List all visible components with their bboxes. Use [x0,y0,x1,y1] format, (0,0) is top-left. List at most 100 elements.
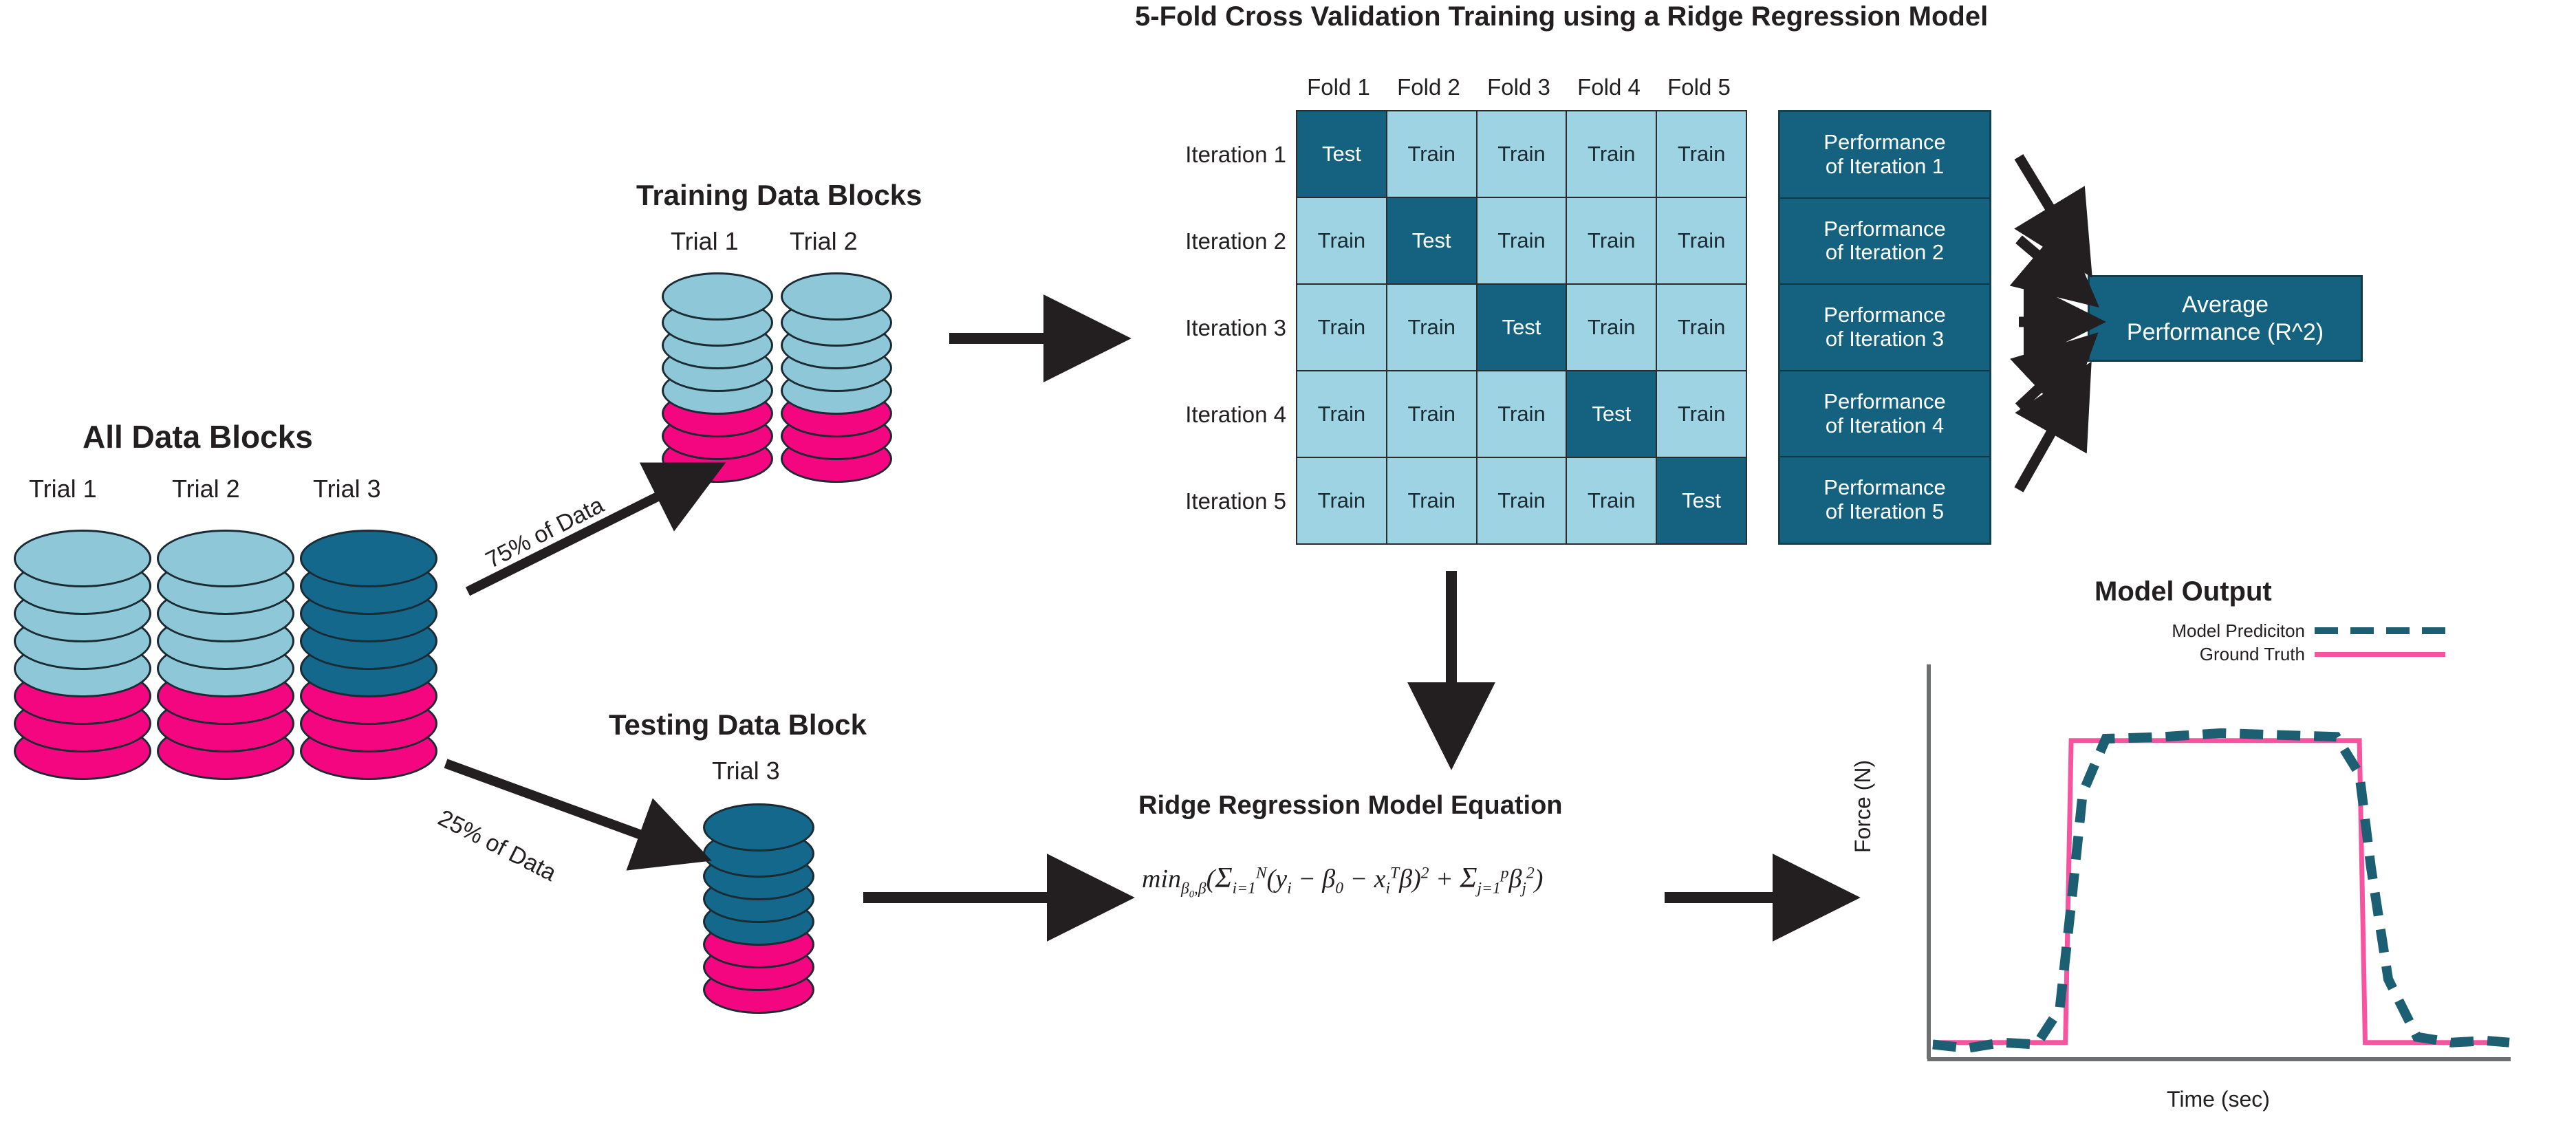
testing-trial-3-label: Trial 3 [712,757,780,785]
average-performance-box: Average Performance (R^2) [2088,275,2363,362]
data-stack-testing-trial-3 [703,798,814,1018]
cv-cell: Train [1657,285,1746,370]
fold-header-3: Fold 3 [1487,74,1550,100]
ridge-regression-equation: minβ0,β(Σi=1N(yi − β0 − xiTβ)2 + Σj=1pβj… [1142,862,1544,900]
all-data-blocks-title: All Data Blocks [83,419,313,455]
cv-cell: Train [1567,285,1656,370]
performance-box-5: Performance of Iteration 5 [1780,457,1989,543]
legend-swatch-dashed [2315,627,2445,634]
plot-y-axis-label: Force (N) [1850,759,1875,853]
disc-light-blue [157,530,294,587]
train-split-label: 75% of Data [481,492,608,574]
legend-entry-prediction: Model Prediciton [2060,619,2445,642]
data-stack-all-trial-2 [157,523,294,784]
legend-entry-ground-truth: Ground Truth [2060,642,2445,666]
legend-swatch-solid [2315,651,2445,657]
fold-header-row: Fold 1 Fold 2 Fold 3 Fold 4 Fold 5 [1293,74,1747,105]
fold-header-1: Fold 1 [1307,74,1370,100]
performance-box-column: Performance of Iteration 1 Performance o… [1778,110,1991,545]
disc-light-blue [14,530,151,587]
performance-box-line2: of Iteration 2 [1825,240,1945,265]
fold-header-4: Fold 4 [1577,74,1641,100]
cv-cell: Train [1297,285,1386,370]
performance-box-line2: of Iteration 1 [1825,153,1945,178]
average-performance-line2: Performance (R^2) [2126,319,2324,345]
model-output-plot [1927,664,2511,1061]
cv-cell: Train [1657,371,1746,457]
disc-dark-teal [300,530,437,587]
arrow-perf-4-to-average [2010,332,2099,420]
data-stack-training-trial-2 [781,267,892,487]
test-split-label: 25% of Data [433,805,561,887]
cv-cell: Test [1297,111,1386,197]
performance-box-line1: Performance [1823,216,1946,241]
all-data-trial-2-label: Trial 2 [172,475,240,503]
all-data-trial-1-label: Trial 1 [29,475,97,503]
arrow-train-split [465,462,726,596]
performance-box-4: Performance of Iteration 4 [1780,371,1989,458]
cv-cell: Train [1387,458,1476,543]
iteration-label-3: Iteration 3 [1185,315,1286,340]
testing-data-block-title: Testing Data Block [609,708,867,741]
performance-box-line1: Performance [1823,130,1946,155]
arrow-perf-1-to-average [2014,154,2092,278]
model-prediction-line [1932,728,2510,1053]
arrow-perf-5-to-average [2014,361,2092,492]
cv-cell: Test [1567,371,1656,457]
average-performance-line1: Average [2181,291,2269,318]
chart-legend: Model Prediciton Ground Truth [2060,619,2445,666]
training-trial-2-label: Trial 2 [790,227,858,255]
cv-cell: Train [1567,458,1656,543]
legend-label-prediction: Model Prediciton [2172,620,2305,641]
cv-cell: Train [1477,371,1566,457]
performance-box-3: Performance of Iteration 3 [1780,285,1989,371]
performance-box-line2: of Iteration 4 [1825,413,1945,437]
performance-box-line2: of Iteration 3 [1825,326,1945,351]
performance-box-line1: Performance [1823,303,1946,327]
data-stack-all-trial-3 [300,523,437,784]
disc-light-blue [781,272,892,321]
iteration-label-2: Iteration 2 [1185,228,1286,254]
fold-header-5: Fold 5 [1667,74,1731,100]
performance-box-2: Performance of Iteration 2 [1780,199,1989,285]
ground-truth-line [1933,738,2509,1045]
iteration-label-1: Iteration 1 [1185,142,1286,167]
cv-cell: Train [1477,198,1566,283]
equation-title: Ridge Regression Model Equation [1138,791,1563,820]
arrow-perf-2-to-average [2009,222,2100,308]
performance-box-line2: of Iteration 5 [1825,499,1945,524]
cv-cell: Train [1477,111,1566,197]
performance-box-line1: Performance [1823,389,1946,413]
cv-section-title: 5-Fold Cross Validation Training using a… [1135,1,1989,32]
cv-cell: Train [1657,111,1746,197]
iteration-label-5: Iteration 5 [1185,488,1286,514]
disc-dark-teal [703,803,814,852]
cross-validation-grid: Test Train Train Train Train Train Test … [1296,110,1747,545]
performance-box-1: Performance of Iteration 1 [1780,112,1989,199]
data-stack-all-trial-1 [14,523,151,784]
model-output-title: Model Output [2095,576,2272,607]
cv-cell: Train [1387,371,1476,457]
disc-light-blue [662,272,773,321]
cv-cell: Test [1387,198,1476,283]
cv-cell: Train [1567,198,1656,283]
training-data-blocks-title: Training Data Blocks [636,179,922,211]
performance-box-line1: Performance [1823,475,1946,500]
fold-header-2: Fold 2 [1397,74,1460,100]
cv-cell: Test [1657,458,1746,543]
cv-cell: Train [1297,458,1386,543]
plot-x-axis-label: Time (sec) [2167,1087,2270,1111]
iteration-label-4: Iteration 4 [1185,402,1286,427]
cv-cell: Train [1657,198,1746,283]
cv-cell: Train [1387,285,1476,370]
cv-cell: Test [1477,285,1566,370]
cv-cell: Train [1477,458,1566,543]
training-trial-1-label: Trial 1 [671,227,739,255]
all-data-trial-3-label: Trial 3 [313,475,381,503]
cv-cell: Train [1567,111,1656,197]
cv-cell: Train [1297,371,1386,457]
data-stack-training-trial-1 [662,267,773,487]
cv-cell: Train [1297,198,1386,283]
legend-label-ground-truth: Ground Truth [2199,643,2305,664]
cv-cell: Train [1387,111,1476,197]
